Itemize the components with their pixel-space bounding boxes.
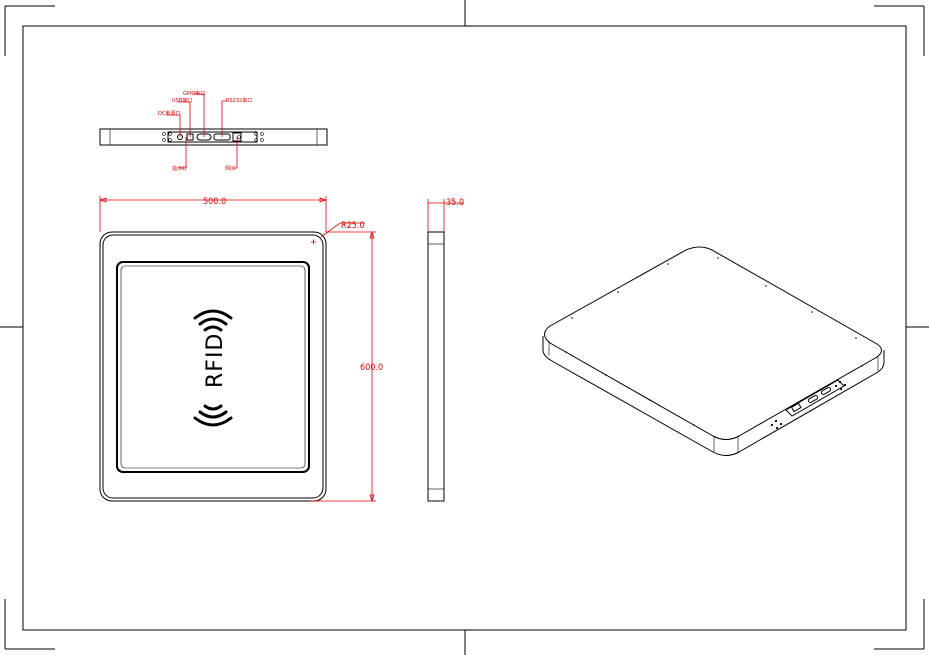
rfid-wave-icon-top xyxy=(193,309,233,332)
front-dimensions: 500.0 600.0 R25.0 xyxy=(98,196,383,503)
callout-dc-port: DC电源口 xyxy=(158,110,180,117)
top-edge-view xyxy=(99,128,328,146)
port-callouts: DC电源口 USB接口 GPIO串口 RS232串口 指示灯 网口 xyxy=(158,91,252,172)
dimension-width: 500.0 xyxy=(203,197,226,207)
drawing-border xyxy=(22,25,907,631)
rfid-logo-text: RFID xyxy=(203,333,228,388)
side-view: 35.0 xyxy=(427,198,464,502)
isometric-view xyxy=(542,246,885,456)
dimension-corner-radius: R25.0 xyxy=(341,221,365,231)
callout-gpio-port: GPIO串口 xyxy=(183,91,205,97)
callout-network-port: 网口 xyxy=(225,166,235,172)
rfid-wave-icon-bottom xyxy=(193,404,233,427)
front-view: RFID xyxy=(99,231,327,502)
callout-rs232-port: RS232串口 xyxy=(226,98,252,104)
callout-usb-port: USB接口 xyxy=(172,97,192,104)
dimension-height: 600.0 xyxy=(360,363,383,373)
dimension-thickness: 35.0 xyxy=(446,198,464,208)
callout-led: 指示灯 xyxy=(172,165,187,172)
